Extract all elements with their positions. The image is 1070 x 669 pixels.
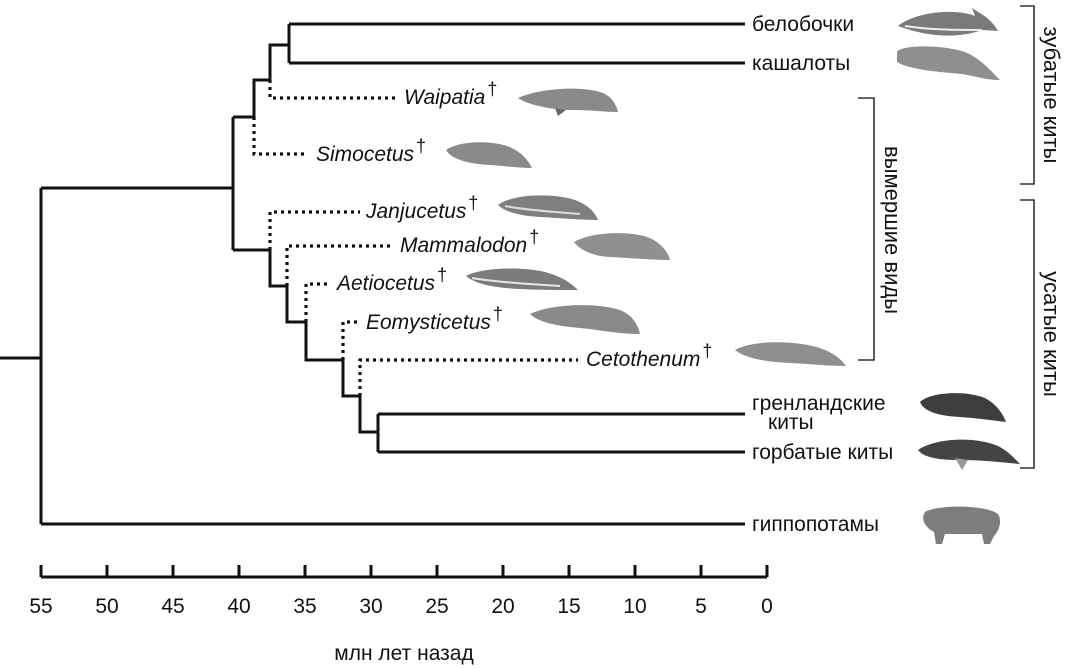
label-kity: киты (768, 411, 814, 434)
cetothenum-icon (735, 342, 846, 366)
janjucetus-icon (498, 195, 598, 220)
axis-tick-label: 5 (695, 595, 707, 618)
axis-tick-label: 25 (425, 595, 448, 618)
bracket-toothed (1020, 5, 1035, 185)
axis-tick-label: 40 (227, 595, 250, 618)
axis-tick-label: 15 (557, 595, 580, 618)
axis-tick-label: 50 (95, 595, 118, 618)
label-belobochki: белобочки (752, 13, 854, 36)
bowhead-whale-icon (920, 393, 1006, 422)
label-aetiocetus: Aetiocetus† (335, 265, 447, 295)
animal-illustrations (446, 8, 1020, 544)
extant-labels: белобочки кашалоты гренландские киты гор… (752, 13, 893, 536)
label-grenlandskie: гренландские (752, 392, 886, 415)
group-label-baleen: усатые киты (1039, 271, 1064, 397)
group-label-extinct: вымершие виды (880, 146, 905, 314)
simocetus-icon (446, 142, 532, 168)
label-waipatia: Waipatia† (404, 79, 497, 109)
label-gippopotamy: гиппопотамы (752, 513, 879, 536)
axis-tick-label: 30 (359, 595, 382, 618)
label-gorbatye-kity: горбатые киты (752, 441, 893, 464)
axis-tick-label: 55 (29, 595, 52, 618)
fossil-labels: Waipatia† Simocetus† Janjucetus† Mammalo… (316, 79, 712, 371)
label-cetothenum: Cetothenum† (586, 341, 712, 371)
axis-title: млн лет назад (334, 642, 473, 665)
group-label-toothed: зубатые киты (1039, 27, 1064, 164)
axis-tick-label: 10 (623, 595, 646, 618)
aetiocetus-icon (466, 268, 578, 290)
axis-tick-label: 35 (293, 595, 316, 618)
group-brackets (858, 5, 1035, 469)
bracket-baleen (1020, 199, 1035, 469)
group-labels: зубатые киты вымершие виды усатые киты (880, 27, 1064, 397)
axis-tick-label: 0 (761, 595, 773, 618)
eomysticetus-icon (530, 305, 640, 334)
axis-tick-label: 20 (491, 595, 514, 618)
sperm-whale-icon (897, 46, 1000, 80)
label-kashaloty: кашалоты (752, 52, 850, 75)
tree-solid-branches (0, 22, 745, 526)
bracket-extinct (858, 97, 875, 361)
dolphin-icon (898, 8, 998, 36)
label-janjucetus: Janjucetus† (365, 193, 478, 223)
mammalodon-icon (574, 233, 670, 260)
hippopotamus-icon (923, 506, 1001, 544)
label-eomysticetus: Eomysticetus† (366, 304, 503, 334)
humpback-whale-icon (918, 439, 1020, 470)
tree-dotted-branches (252, 80, 578, 396)
axis-tick-label: 45 (161, 595, 184, 618)
label-mammalodon: Mammalodon† (400, 227, 539, 257)
waipatia-icon (518, 88, 618, 116)
label-simocetus: Simocetus† (316, 136, 426, 166)
